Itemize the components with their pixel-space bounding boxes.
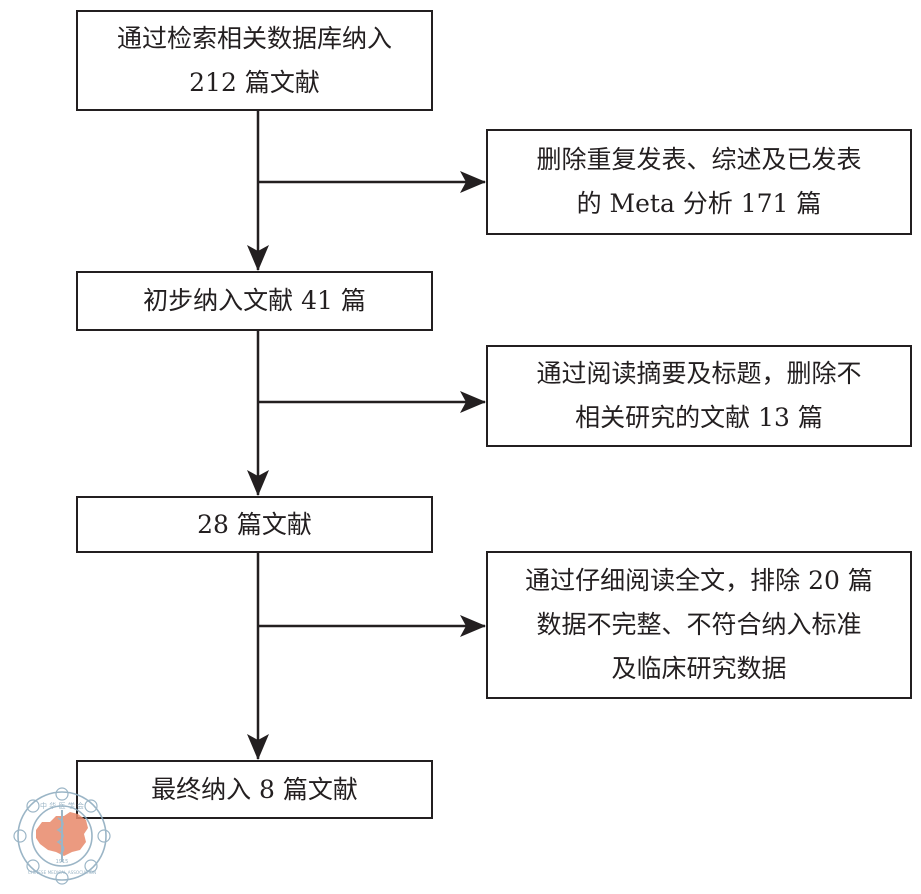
step-text-line: 212 篇文献 bbox=[189, 67, 320, 97]
step-box-final-included: 最终纳入 8 篇文献 bbox=[76, 760, 433, 819]
svg-text:CHINESE MEDICAL ASSOCIATION: CHINESE MEDICAL ASSOCIATION bbox=[28, 870, 96, 875]
exclusion-text-line: 通过仔细阅读全文，排除 20 篇 bbox=[525, 566, 873, 595]
step-text-line: 初步纳入文献 41 篇 bbox=[143, 286, 366, 315]
exclusion-text-line: 删除重复发表、综述及已发表 bbox=[536, 145, 862, 174]
exclusion-text-line: 数据不完整、不符合纳入标准 bbox=[536, 610, 862, 639]
exclusion-box-abstract-title: 通过阅读摘要及标题，删除不 相关研究的文献 13 篇 bbox=[486, 345, 912, 447]
step-text-line: 28 篇文献 bbox=[197, 509, 312, 539]
exclusion-text-line: 的 Meta 分析 171 篇 bbox=[576, 189, 822, 218]
chinese-medical-association-seal-logo: 中 华 医 学 会 1915 CHINESE MEDICAL ASSOCIATI… bbox=[13, 787, 111, 885]
exclusion-box-duplicates: 删除重复发表、综述及已发表 的 Meta 分析 171 篇 bbox=[486, 129, 912, 235]
step-text-line: 最终纳入 8 篇文献 bbox=[151, 774, 358, 804]
svg-text:中 华 医 学 会: 中 华 医 学 会 bbox=[40, 801, 84, 810]
step-box-screened: 28 篇文献 bbox=[76, 496, 433, 553]
step-box-identified: 通过检索相关数据库纳入 212 篇文献 bbox=[76, 10, 433, 111]
exclusion-box-full-text: 通过仔细阅读全文，排除 20 篇 数据不完整、不符合纳入标准 及临床研究数据 bbox=[486, 551, 912, 699]
svg-text:1915: 1915 bbox=[56, 859, 69, 865]
exclusion-text-line: 通过阅读摘要及标题，删除不 bbox=[536, 359, 862, 388]
exclusion-text-line: 相关研究的文献 13 篇 bbox=[575, 403, 823, 432]
step-box-initial-included: 初步纳入文献 41 篇 bbox=[76, 271, 433, 331]
step-text-line: 通过检索相关数据库纳入 bbox=[116, 23, 392, 53]
exclusion-text-line: 及临床研究数据 bbox=[611, 654, 787, 683]
